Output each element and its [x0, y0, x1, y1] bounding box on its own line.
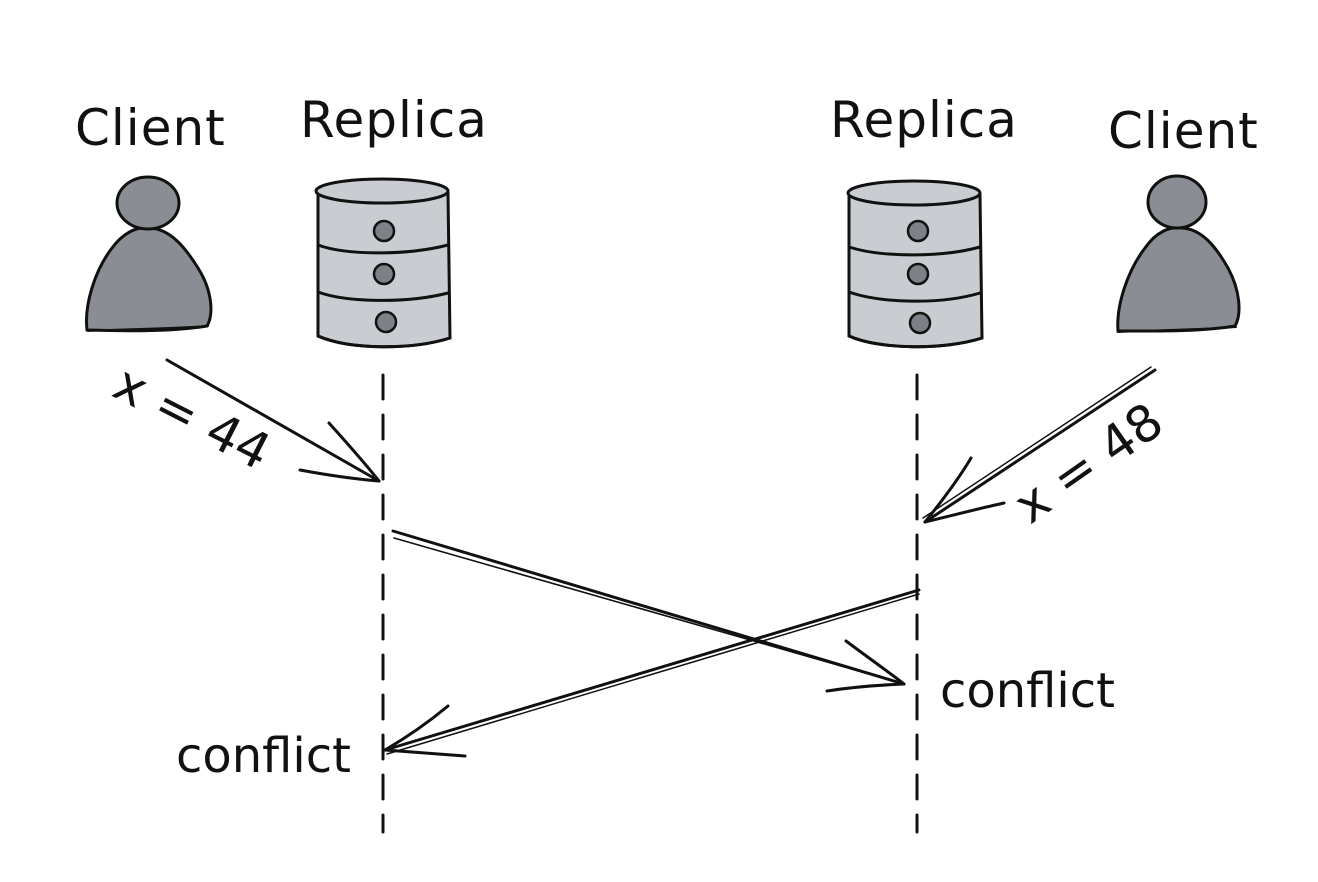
replication-arrow-right-to-left: [383, 588, 921, 758]
right-client-label: Client: [1108, 102, 1259, 160]
database-icon: [846, 179, 984, 349]
left-client-label: Client: [75, 99, 226, 157]
person-icon: [1116, 174, 1241, 333]
right-conflict-label: conflict: [940, 663, 1115, 719]
person-icon: [85, 175, 213, 333]
right-replica-label: Replica: [830, 91, 1018, 149]
left-write-arrow: [165, 358, 381, 483]
left-replica-label: Replica: [300, 91, 488, 149]
left-conflict-label: conflict: [176, 728, 351, 784]
database-icon: [314, 177, 452, 349]
replication-arrow-left-to-right: [391, 529, 906, 693]
right-write-arrow: [922, 366, 1157, 524]
